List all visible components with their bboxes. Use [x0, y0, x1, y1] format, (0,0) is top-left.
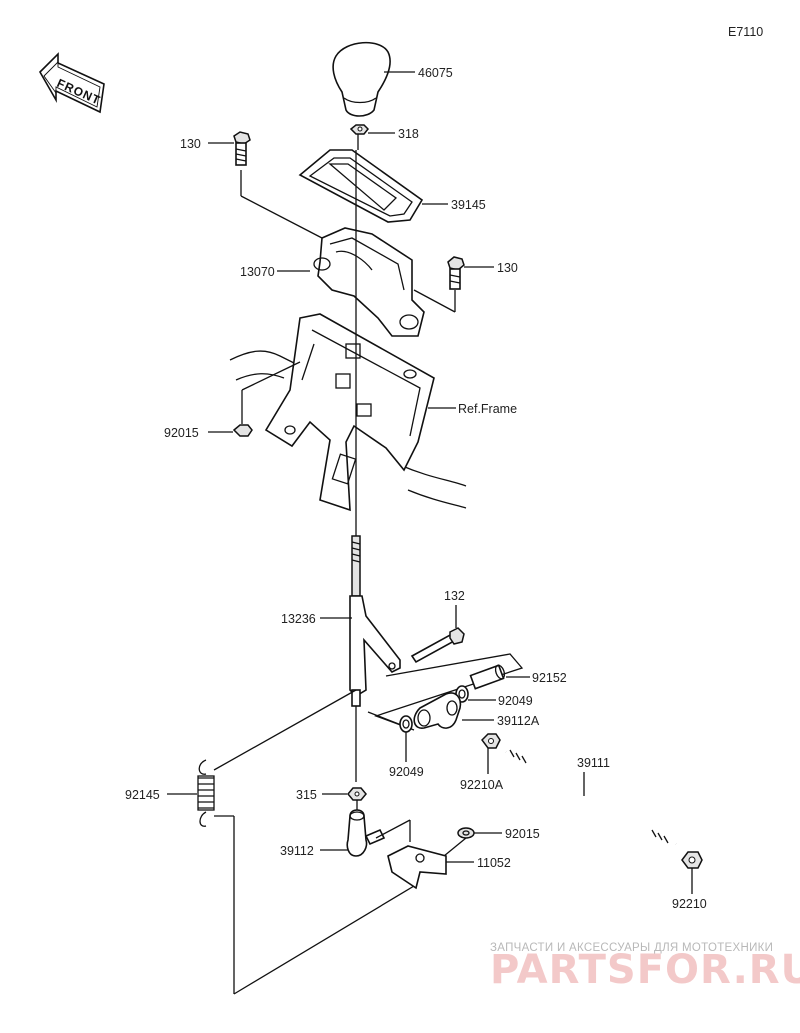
frame-bracket	[229, 313, 467, 512]
callout-washer-left: 92049	[389, 765, 424, 779]
shift-cover	[277, 227, 425, 337]
nut-318	[349, 124, 395, 135]
washer-left	[399, 715, 413, 762]
callout-bolt-130-right: 130	[497, 261, 518, 275]
joint-a	[413, 692, 494, 729]
bolt-130-left	[208, 131, 323, 239]
collar	[469, 664, 530, 690]
nut-rod	[681, 851, 703, 894]
shift-plate	[298, 134, 448, 223]
watermark-tagline: ЗАПЧАСТИ И АКСЕССУАРЫ ДЛЯ МОТОТЕХНИКИ	[490, 942, 773, 954]
callout-nut-bracket: 92015	[505, 827, 540, 841]
callout-nut-315: 315	[296, 788, 317, 802]
front-arrow-icon: FRONT	[39, 52, 105, 114]
nut-315	[322, 787, 367, 812]
callout-rod: 39111	[577, 756, 610, 770]
bolt-132	[410, 605, 465, 664]
callout-joint-a: 39112A	[497, 714, 540, 728]
callout-joint: 39112	[280, 844, 314, 858]
callout-frame-ref: Ref.Frame	[458, 402, 517, 416]
nut-92015-left	[208, 361, 301, 437]
watermark: ЗАПЧАСТИ И АКСЕССУАРЫ ДЛЯ МОТОТЕХНИКИ PA…	[490, 942, 800, 993]
callout-bracket: 11052	[477, 856, 511, 870]
bracket	[387, 845, 474, 890]
callout-knob: 46075	[418, 66, 453, 80]
diagram-code: E7110	[728, 25, 763, 39]
callout-nut-92015-left: 92015	[164, 426, 199, 440]
callout-shift-cover: 13070	[240, 265, 275, 279]
spring	[167, 689, 415, 995]
callout-collar: 92152	[532, 671, 567, 685]
nut-a	[481, 733, 501, 774]
callout-nut-318: 318	[398, 127, 419, 141]
callout-lever: 13236	[281, 612, 316, 626]
joint	[320, 809, 411, 857]
callout-bolt-130-left: 130	[180, 137, 201, 151]
rod	[505, 749, 677, 846]
watermark-logo: PARTSFOR.RU	[490, 947, 800, 993]
nut-92015-bracket	[443, 827, 502, 857]
shift-lever	[320, 535, 401, 707]
callout-nut-a: 92210A	[460, 778, 504, 792]
bolt-130-right	[413, 256, 494, 313]
callout-shift-plate: 39145	[451, 198, 486, 212]
callout-nut-rod: 92210	[672, 897, 707, 911]
shift-knob	[332, 41, 415, 117]
callout-spring: 92145	[125, 788, 160, 802]
callout-washer-right: 92049	[498, 694, 533, 708]
callout-bolt-132: 132	[444, 589, 465, 603]
